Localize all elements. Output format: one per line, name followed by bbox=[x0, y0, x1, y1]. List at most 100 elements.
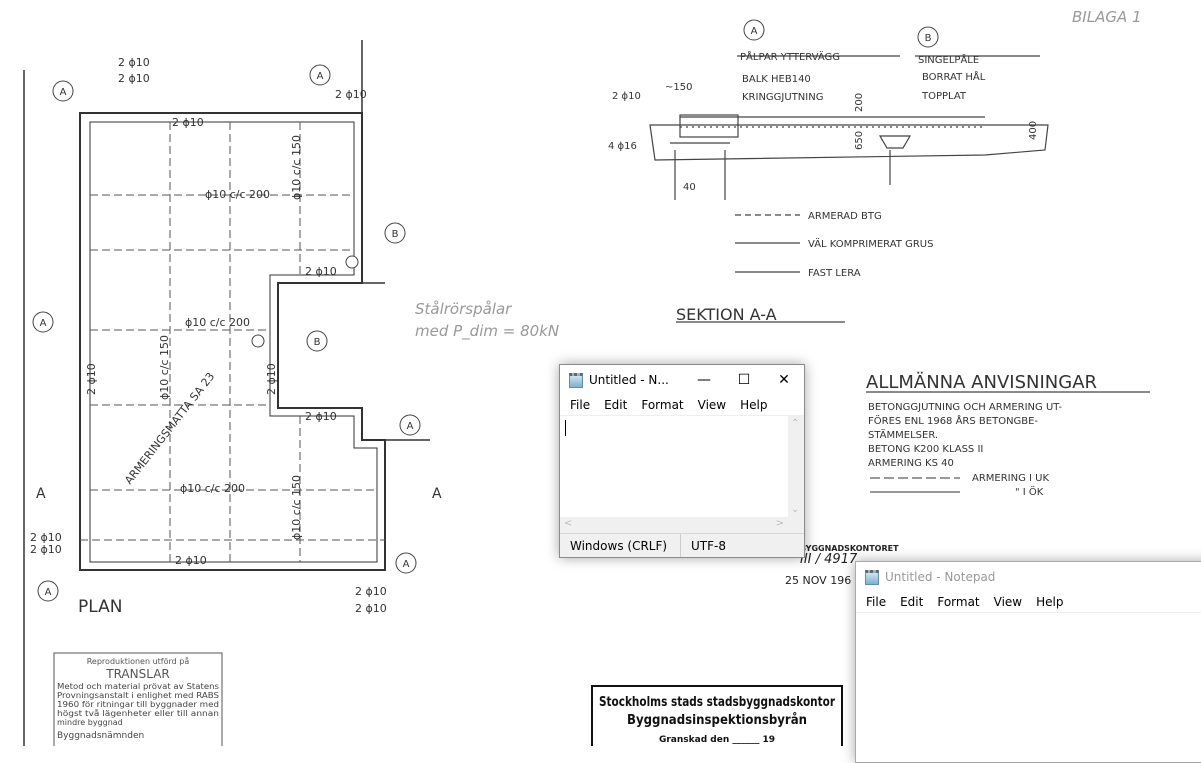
rebar-label: ϕ10 c/c 150 bbox=[290, 475, 303, 540]
pile-note: Stålrörspålar bbox=[415, 300, 512, 318]
annex-label: BILAGA 1 bbox=[1072, 8, 1142, 26]
general-line: BETONGGJUTNING OCH ARMERING UT- bbox=[868, 402, 1062, 413]
pile-marker-a: A bbox=[407, 421, 414, 432]
maximize-button[interactable]: ☐ bbox=[737, 372, 751, 388]
rebar-label: ϕ10 c/c 150 bbox=[290, 135, 303, 200]
rebar-label: 2 ϕ10 bbox=[265, 363, 278, 395]
scroll-right-icon[interactable]: > bbox=[775, 518, 784, 529]
rebar-label: 2 ϕ10 bbox=[118, 72, 150, 85]
status-divider bbox=[680, 534, 681, 557]
pile-marker-a: A bbox=[40, 318, 47, 329]
pile-note: med P_dim = 80kN bbox=[415, 322, 559, 341]
rebar-label: 2 ϕ10 bbox=[175, 554, 207, 567]
close-button[interactable]: ✕ bbox=[778, 372, 790, 388]
scanned-drawing: A A A B B A A A A B 2 ϕ10 2 ϕ10 2 ϕ10 2 … bbox=[23, 8, 1150, 746]
general-line: ARMERING KS 40 bbox=[868, 458, 954, 469]
horizontal-scrollbar[interactable]: < > bbox=[560, 517, 788, 533]
dimension: 400 bbox=[1028, 121, 1039, 140]
status-bar: Windows (CRLF) UTF-8 bbox=[560, 533, 804, 557]
notepad-icon bbox=[569, 372, 583, 388]
translar-text: Reproduktionen utförd på bbox=[87, 656, 190, 666]
stamp-city: Granskad den ______ 19 bbox=[659, 735, 775, 745]
pile-marker-a: A bbox=[60, 87, 67, 98]
general-line: ARMERING I UK bbox=[972, 473, 1049, 484]
section-label: KRINGGJUTNING bbox=[742, 92, 823, 103]
general-line: FÖRES ENL 1968 ÅRS BETONGBE- bbox=[868, 414, 1038, 427]
dimension: 200 bbox=[854, 93, 865, 112]
rebar-label: 2 ϕ10 bbox=[355, 585, 387, 598]
section-title: SEKTION A-A bbox=[676, 305, 777, 324]
scroll-up-icon[interactable]: ⌃ bbox=[791, 418, 800, 429]
dimension: ~150 bbox=[665, 82, 692, 93]
menu-help[interactable]: Help bbox=[1036, 595, 1064, 609]
menu-file[interactable]: File bbox=[570, 398, 591, 412]
text-editor[interactable] bbox=[856, 612, 1201, 753]
translar-text: Metod och material prövat av Statens bbox=[57, 682, 219, 691]
rebar-label: 2 ϕ10 bbox=[30, 531, 62, 544]
rebar-label: 2 ϕ10 bbox=[30, 543, 62, 556]
text-editor[interactable]: ⌃ ⌄ < > bbox=[560, 415, 804, 533]
menu-view[interactable]: View bbox=[697, 398, 727, 412]
notepad-window-front[interactable]: Untitled - N... — ☐ ✕ File Edit Format V… bbox=[559, 364, 805, 558]
scrollbar-corner bbox=[788, 517, 804, 533]
rebar-label: ϕ10 c/c 200 bbox=[205, 188, 270, 201]
title-bar[interactable]: Untitled - Notepad bbox=[856, 562, 1201, 592]
menu-format[interactable]: Format bbox=[641, 398, 684, 412]
rebar-label: 2 ϕ10 bbox=[118, 56, 150, 69]
notepad-icon bbox=[865, 569, 879, 585]
general-line: STÄMMELSER. bbox=[868, 428, 938, 441]
stamp-office: BYGGNADSKONTORET bbox=[800, 544, 899, 553]
plan-inner-outline bbox=[89, 121, 378, 563]
notepad-window-back[interactable]: Untitled - Notepad File Edit Format View… bbox=[855, 561, 1201, 763]
plan-outline bbox=[79, 112, 386, 571]
pile-marker-a: A bbox=[751, 26, 758, 37]
translar-brand: TRANSLAR bbox=[105, 667, 170, 681]
translar-text: 1960 för ritningar till byggnader med bbox=[57, 700, 219, 709]
translar-text: Byggnadsnämnden bbox=[57, 731, 144, 741]
dimension: 650 bbox=[854, 131, 865, 150]
rebar-label: 2 ϕ10 bbox=[305, 410, 337, 423]
stamp-ref: III / 4917 bbox=[800, 552, 858, 567]
translar-text: högst två lägenheter eller till annan bbox=[57, 708, 219, 718]
rebar-label: 4 ϕ16 bbox=[608, 141, 637, 152]
rebar-label: ϕ10 c/c 200 bbox=[180, 482, 245, 495]
pile-marker-a: A bbox=[403, 559, 410, 570]
minimize-button[interactable]: — bbox=[697, 372, 711, 388]
rebar-label: 2 ϕ10 bbox=[305, 265, 337, 278]
section-label: BORRAT HÅL bbox=[922, 70, 986, 83]
section-label: PÅLPAR YTTERVÄGG bbox=[740, 50, 840, 63]
pile-marker-a: A bbox=[45, 587, 52, 598]
rebar-label: ϕ10 c/c 200 bbox=[185, 316, 250, 329]
dimension: 40 bbox=[683, 182, 696, 193]
vertical-scrollbar[interactable]: ⌃ ⌄ bbox=[788, 416, 804, 517]
rebar-label: 2 ϕ10 bbox=[335, 88, 367, 101]
menu-format[interactable]: Format bbox=[937, 595, 980, 609]
stamp-city: Byggnadsinspektionsbyrån bbox=[627, 713, 807, 728]
legend-item: VÄL KOMPRIMERAT GRUS bbox=[808, 237, 933, 250]
menu-file[interactable]: File bbox=[866, 595, 887, 609]
plan-title: PLAN bbox=[78, 597, 122, 617]
menu-edit[interactable]: Edit bbox=[604, 398, 628, 412]
rebar-label: 2 ϕ10 bbox=[85, 363, 98, 395]
stamp-date: 25 NOV 196 bbox=[785, 574, 851, 587]
rebar-label: 2 ϕ10 bbox=[355, 602, 387, 615]
general-line: BETONG K200 KLASS II bbox=[868, 444, 983, 455]
text-caret bbox=[565, 420, 566, 436]
rebar-label: ϕ10 c/c 150 bbox=[158, 335, 171, 400]
window-title: Untitled - N... bbox=[589, 373, 669, 387]
menu-edit[interactable]: Edit bbox=[900, 595, 924, 609]
pile-marker-a: A bbox=[317, 71, 324, 82]
menu-view[interactable]: View bbox=[993, 595, 1023, 609]
pile-marker-b: B bbox=[925, 33, 932, 44]
scroll-left-icon[interactable]: < bbox=[564, 518, 573, 529]
scroll-down-icon[interactable]: ⌄ bbox=[791, 504, 800, 515]
translar-text: Provningsanstalt i enlighet med RABS bbox=[57, 691, 219, 700]
rebar-label: 2 ϕ10 bbox=[612, 91, 641, 102]
section-marker: A bbox=[36, 486, 46, 502]
status-line-ending: Windows (CRLF) bbox=[570, 539, 668, 553]
section-label: TOPPLAT bbox=[921, 91, 967, 102]
title-bar[interactable]: Untitled - N... — ☐ ✕ bbox=[560, 365, 804, 395]
legend-item: FAST LERA bbox=[808, 268, 861, 279]
legend-item: ARMERAD BTG bbox=[808, 211, 882, 222]
menu-help[interactable]: Help bbox=[740, 398, 768, 412]
